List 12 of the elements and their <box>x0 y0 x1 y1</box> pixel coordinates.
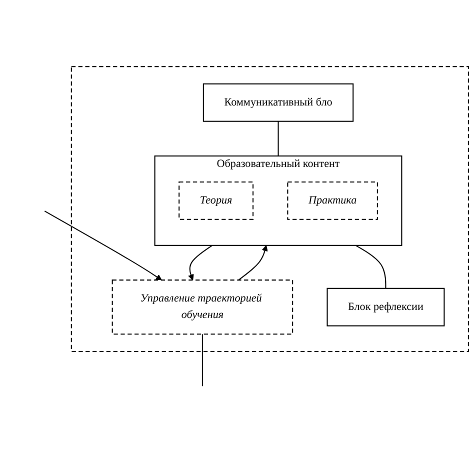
node-box: Управление траекторией обучения <box>112 280 294 335</box>
node-box: Блок рефлексии <box>326 288 445 327</box>
node-box: Теория <box>178 182 254 220</box>
connector <box>355 245 386 289</box>
arrow <box>238 245 268 281</box>
connector <box>202 334 203 386</box>
node-box: Коммуникативный бло <box>202 84 354 122</box>
cluster <box>70 66 469 352</box>
node-box: Практика <box>287 182 378 220</box>
arrow <box>188 245 213 281</box>
connector <box>278 122 279 156</box>
arrow <box>44 210 162 281</box>
